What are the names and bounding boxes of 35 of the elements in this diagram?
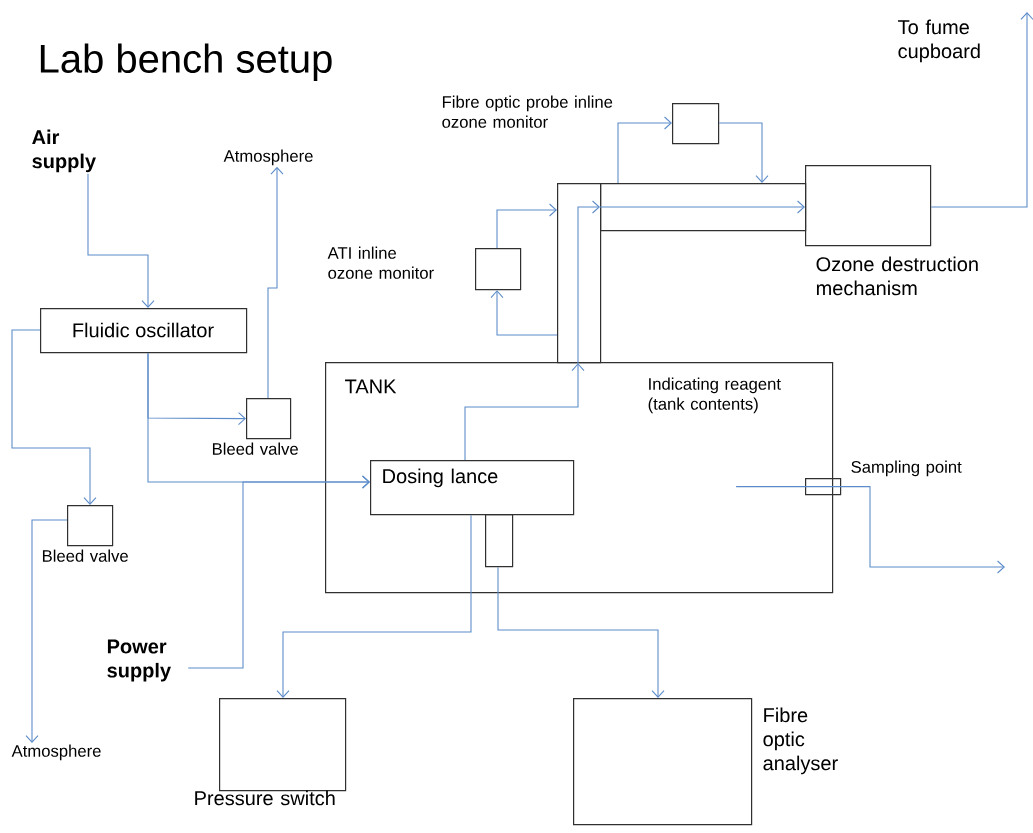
box-caption: ATI inline ozone monitor: [327, 246, 434, 279]
arrow: [497, 566, 665, 698]
outlet-label: Atmosphere: [11, 744, 101, 761]
arrow: [187, 475, 370, 669]
arrow: [617, 116, 672, 184]
box-caption: Ozone destruction mechanism: [816, 256, 978, 296]
box-caption: Fibre optic probe inline ozone monitor: [442, 95, 613, 128]
box-caption: Pressure switch: [195, 790, 335, 806]
arrow: [718, 122, 769, 183]
arrow: [276, 514, 472, 698]
arrow: [735, 486, 1005, 574]
pipe-section: [557, 183, 602, 364]
lance-box: Dosing lance: [370, 460, 575, 516]
pipe-section: [600, 183, 807, 232]
title: Lab bench setup: [40, 43, 332, 81]
arrow: [464, 363, 585, 461]
arrow: [87, 173, 155, 308]
arrow: [267, 166, 284, 399]
outlet-label: To fume cupboard: [898, 19, 980, 63]
probe-box: [485, 514, 514, 568]
arrow: [11, 329, 97, 505]
arrow: [25, 519, 68, 743]
arrow: [577, 200, 600, 364]
box-caption: Bleed valve: [212, 442, 298, 455]
box-caption: Fibre optic analyser: [763, 707, 838, 775]
arrow: [490, 290, 558, 336]
box-caption: Bleed valve: [42, 549, 128, 562]
oscillator-box: Fluidic oscillator: [40, 308, 248, 354]
supply-label: Power supply: [107, 639, 171, 682]
supply-label: Air supply: [32, 129, 96, 173]
arrow: [930, 12, 1033, 208]
box-caption: Sampling point: [851, 460, 962, 477]
arrow: [496, 203, 557, 249]
arrow: [599, 200, 805, 214]
outlet-label: Atmosphere: [223, 149, 313, 166]
